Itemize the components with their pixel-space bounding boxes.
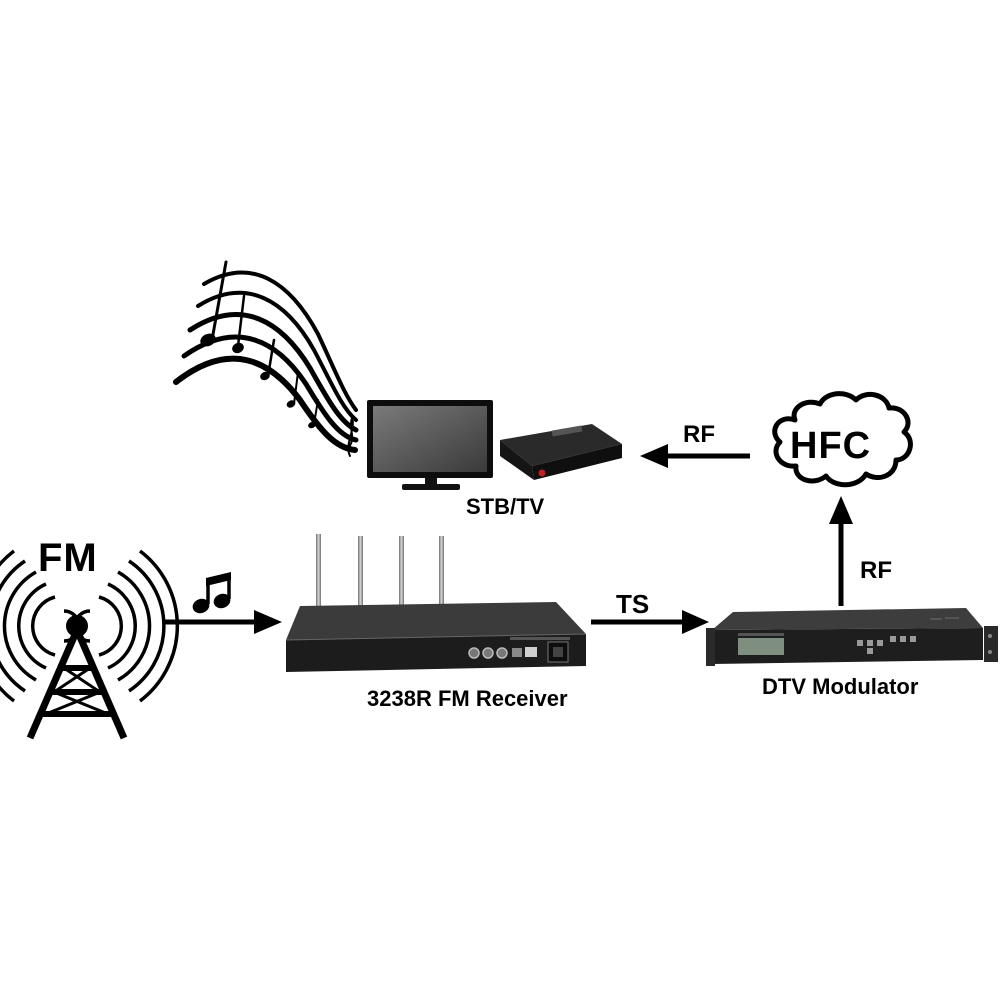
arrow-modulator-to-hfc [829,496,853,606]
hfc-cloud-icon [772,391,913,488]
music-staff-notes [200,333,316,429]
radio-tower-icon [0,549,180,740]
tv-icon [367,400,493,490]
arrow-fm-to-receiver [163,610,282,634]
dtv-modulator-device [706,608,998,666]
modulator-buttons [857,636,916,654]
music-staff-icon [173,260,359,457]
edge-rf-up-label: RF [860,557,892,584]
fm-source-label: FM [38,536,98,580]
modulator-display-icon [738,633,784,655]
edge-ts-label: TS [616,589,650,619]
stb-tv-label: STB/TV [466,494,545,519]
receiver-connectors [468,637,570,663]
edge-rf-left-label: RF [683,421,715,448]
set-top-box-icon [500,424,622,480]
receiver-label: 3238R FM Receiver [367,686,568,711]
arrow-receiver-to-modulator [591,610,709,634]
fm-receiver-device [285,534,587,672]
arrow-hfc-to-stb [640,444,750,468]
hfc-label: HFC [790,425,872,467]
music-note-icon [192,572,231,614]
modulator-label: DTV Modulator [762,674,919,699]
